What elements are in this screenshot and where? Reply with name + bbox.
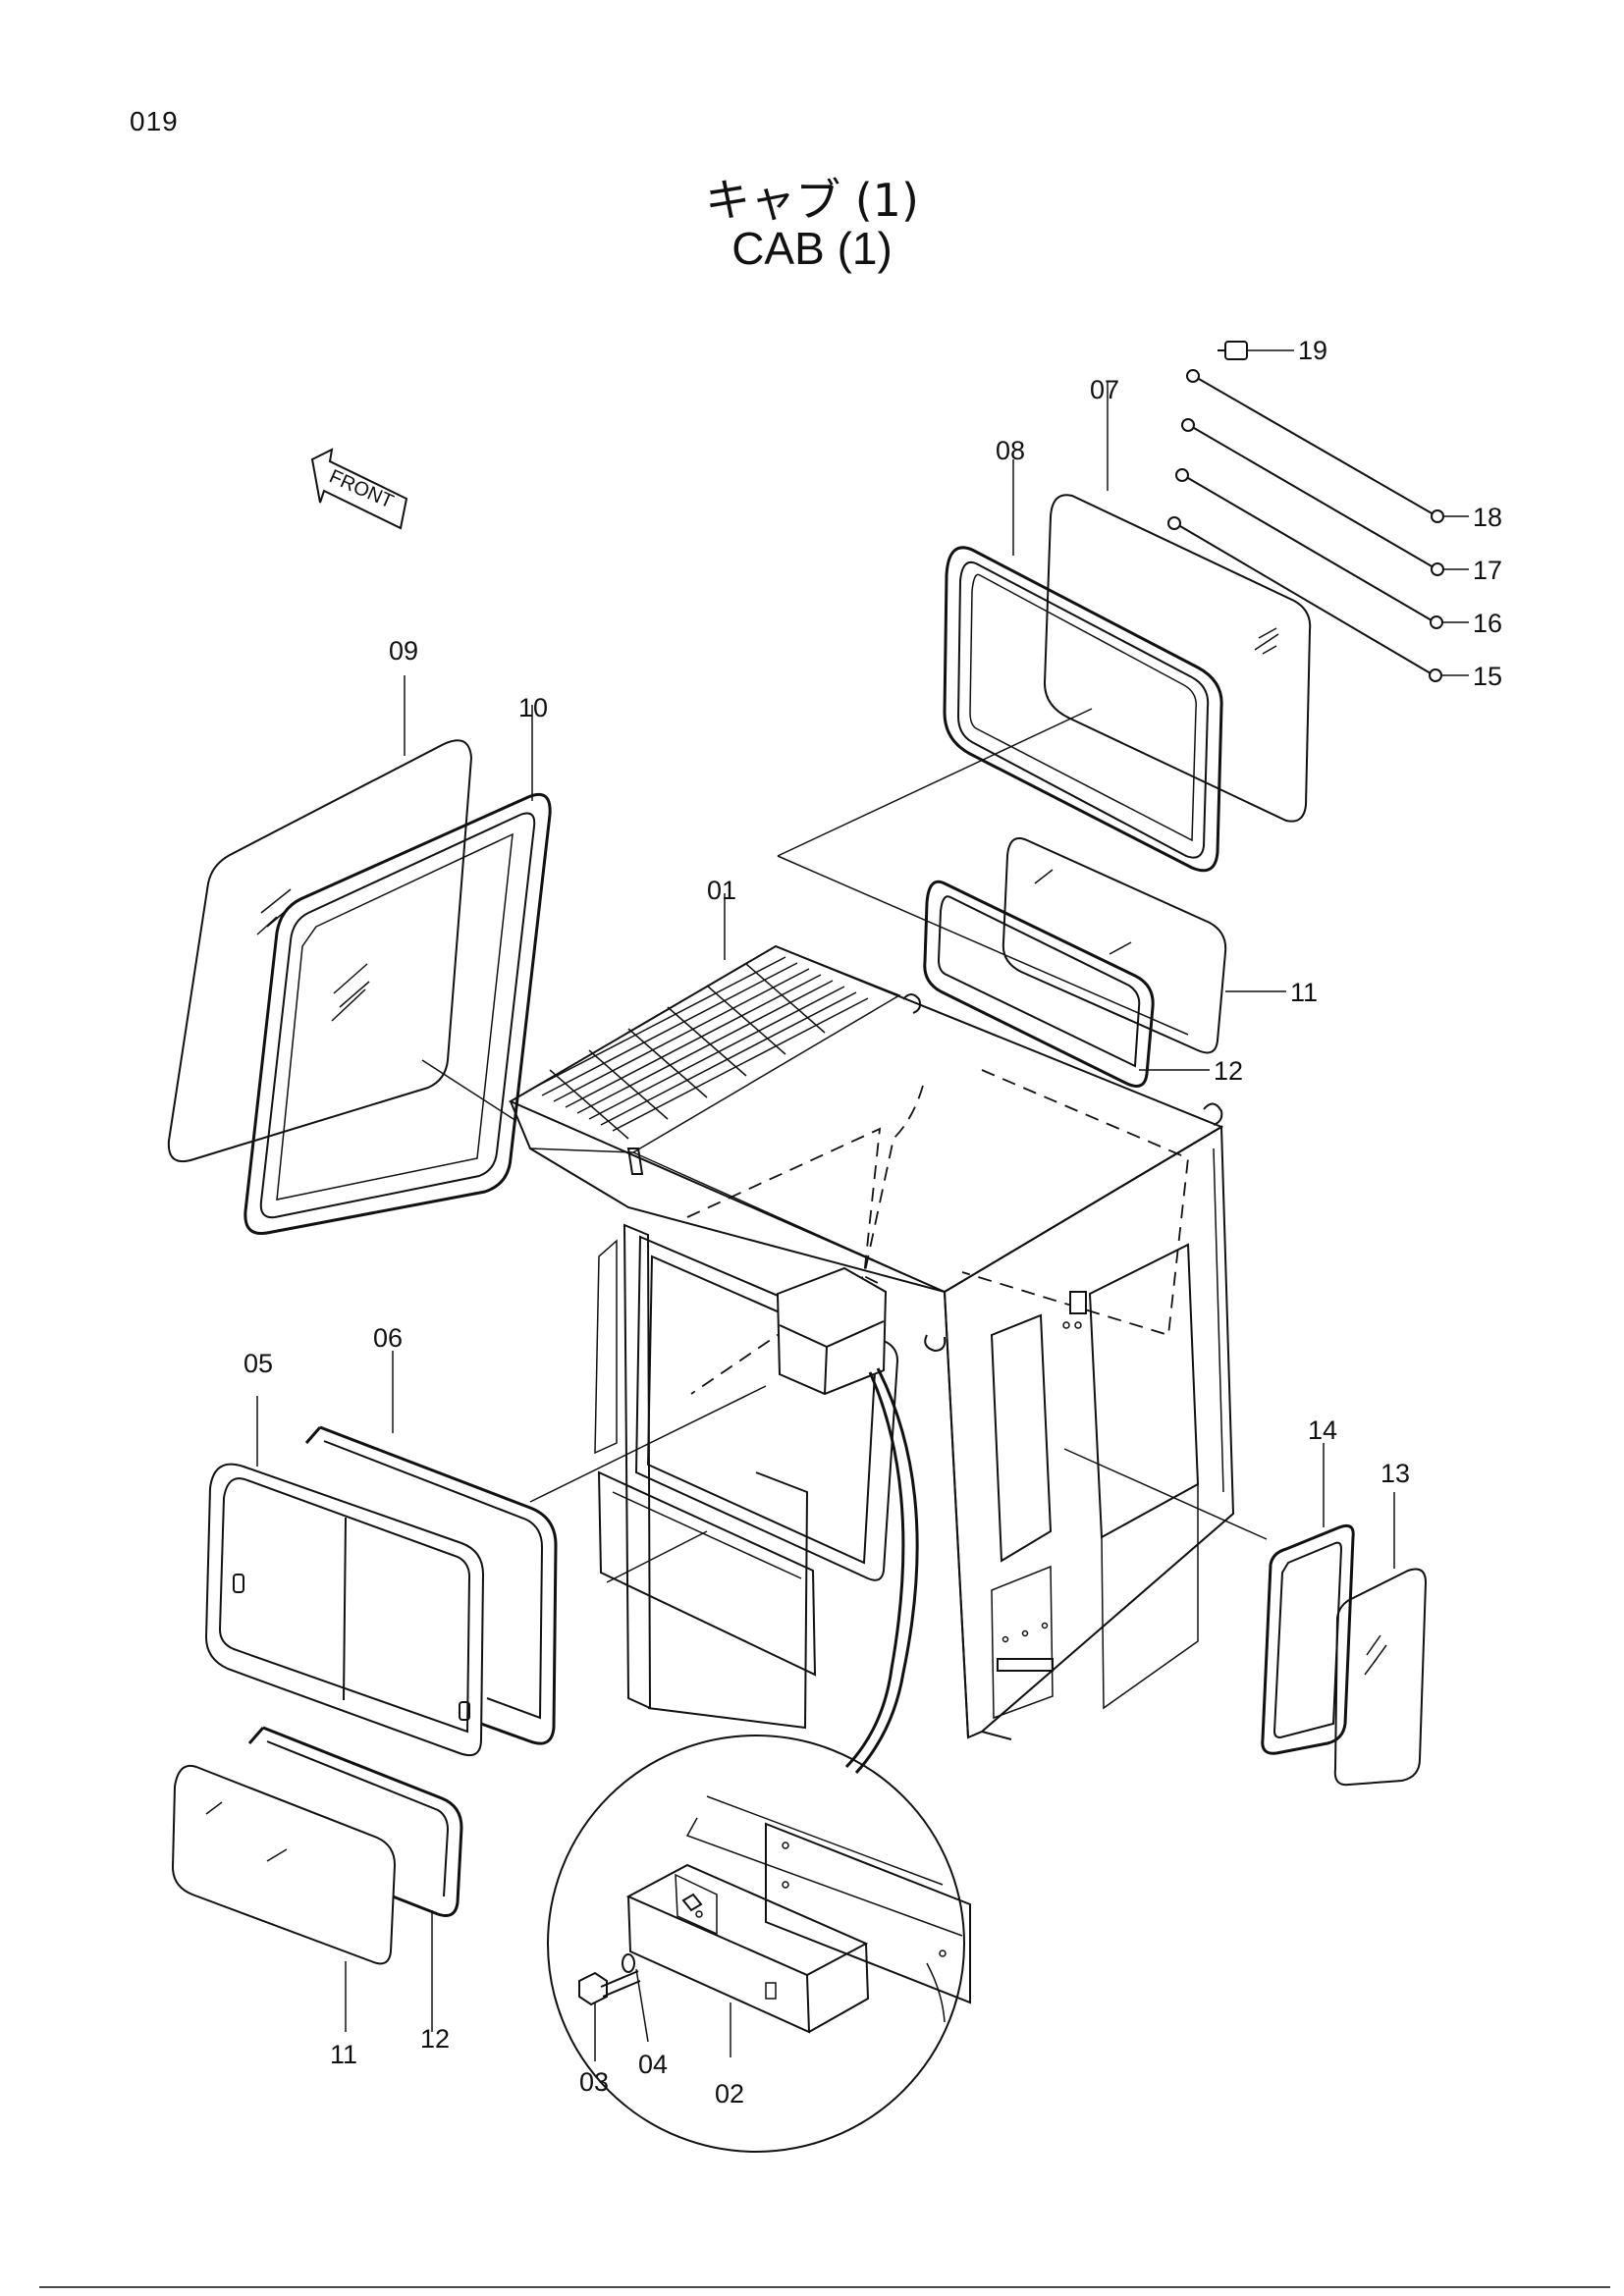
- rod-set: [1167, 341, 1469, 682]
- callout-12-upper: 12: [1214, 1056, 1243, 1086]
- detail-view: [547, 1735, 971, 2153]
- callout-01: 01: [707, 876, 736, 905]
- window-glass-11-lower: [171, 1765, 397, 2032]
- callout-07: 07: [1090, 375, 1119, 404]
- side-glass-13: [1333, 1492, 1428, 1787]
- rod-17: [1181, 418, 1444, 576]
- window-glass-11-upper: [1001, 837, 1286, 1054]
- callout-14: 14: [1308, 1415, 1337, 1445]
- callout-06: 06: [373, 1323, 403, 1353]
- bolt-19: [1218, 341, 1294, 360]
- roof-seal-08: [943, 459, 1223, 873]
- title-japanese: キャブ (1): [705, 174, 919, 227]
- callout-19: 19: [1298, 336, 1327, 365]
- callout-11-lower: 11: [330, 2040, 357, 2069]
- callout-15: 15: [1473, 662, 1502, 691]
- cab-frame-01: [421, 708, 1268, 1775]
- page-number: 019: [130, 106, 179, 136]
- rod-16: [1175, 468, 1443, 629]
- window-seal-14: [1261, 1443, 1355, 1755]
- callout-11-upper: 11: [1290, 978, 1318, 1007]
- sliding-window-05: [204, 1396, 485, 1757]
- front-label: FRONT: [326, 465, 397, 512]
- callout-05: 05: [244, 1349, 273, 1378]
- roof-mesh: [529, 956, 869, 1140]
- callout-02: 02: [715, 2079, 744, 2109]
- callout-13: 13: [1380, 1459, 1410, 1488]
- window-seal-12-upper: [923, 880, 1210, 1088]
- callout-08: 08: [996, 436, 1025, 465]
- bolt-03: [578, 1970, 641, 2061]
- roof-glass-07: [1043, 381, 1312, 823]
- connector-box-02: [625, 1863, 870, 2057]
- callout-16: 16: [1473, 609, 1502, 638]
- front-direction-arrow: FRONT: [310, 448, 408, 530]
- title-english: CAB (1): [731, 223, 893, 274]
- side-seal-10: [244, 705, 552, 1236]
- callout-03: 03: [579, 2067, 609, 2097]
- callout-09: 09: [389, 636, 418, 666]
- callout-04: 04: [638, 2050, 668, 2079]
- callout-10: 10: [518, 693, 548, 722]
- callout-12-lower: 12: [420, 2024, 450, 2054]
- washer-04: [622, 1953, 649, 2043]
- callout-17: 17: [1473, 556, 1502, 585]
- window-seal-12-lower: [247, 1726, 463, 2032]
- rod-18: [1186, 369, 1444, 523]
- side-glass-09: [167, 675, 473, 1162]
- callout-labels: 19 07 08 18 17 16 15 09 10 01 11 12 05 0…: [244, 336, 1502, 2109]
- callout-18: 18: [1473, 503, 1502, 532]
- rod-15: [1167, 516, 1442, 682]
- window-seal-06: [304, 1351, 558, 1745]
